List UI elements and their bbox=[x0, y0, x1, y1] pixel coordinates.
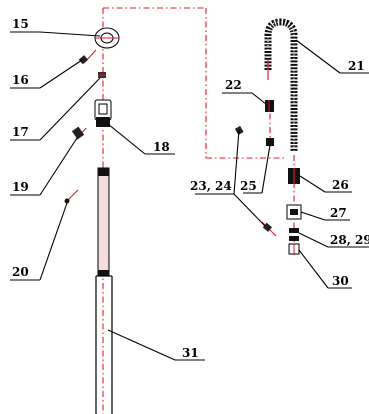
callout-31: 31 bbox=[182, 346, 199, 360]
callout-15: 15 bbox=[12, 17, 29, 31]
tube-31-part bbox=[95, 167, 113, 414]
nut-17-part bbox=[98, 72, 106, 78]
callout-labels: 15 16 17 18 19 20 21 22 23, 24 25 26 27 … bbox=[12, 17, 369, 360]
callout-27: 27 bbox=[330, 206, 347, 220]
callout-18: 18 bbox=[153, 140, 170, 154]
clamp-26-part bbox=[288, 168, 300, 184]
fastener-19-part bbox=[71, 126, 85, 140]
pin-20-part bbox=[64, 198, 70, 204]
callout-25: 25 bbox=[240, 179, 257, 193]
callout-16: 16 bbox=[12, 73, 29, 87]
cable-chain-21-part bbox=[264, 18, 298, 152]
bracket-18-part bbox=[94, 99, 112, 127]
leader-lines bbox=[10, 31, 369, 361]
screw-30-part bbox=[288, 243, 300, 255]
callout-26: 26 bbox=[332, 178, 349, 192]
parts bbox=[64, 18, 302, 414]
callout-21: 21 bbox=[348, 59, 365, 73]
callout-17: 17 bbox=[12, 125, 29, 139]
callout-28-29: 28, 29 bbox=[330, 233, 369, 247]
callout-20: 20 bbox=[12, 265, 29, 279]
bolt-25-part bbox=[266, 138, 274, 146]
washers-28-29-part bbox=[289, 228, 299, 241]
callout-30: 30 bbox=[332, 274, 349, 288]
fastener-16-part bbox=[78, 55, 88, 65]
block-27-part bbox=[286, 204, 302, 220]
callout-19: 19 bbox=[12, 180, 29, 194]
callout-22: 22 bbox=[225, 78, 242, 92]
pulley-wheel-part bbox=[94, 27, 120, 49]
connector-22-part bbox=[265, 100, 274, 112]
callout-23-24: 23, 24 bbox=[190, 179, 232, 193]
